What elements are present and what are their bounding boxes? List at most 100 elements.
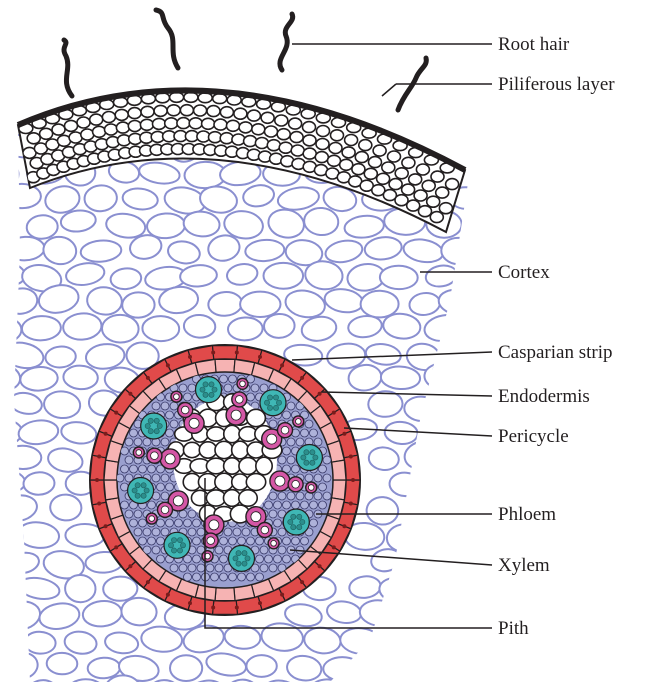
casparian-strip-dot	[114, 545, 118, 549]
stele-cell	[310, 501, 318, 509]
cortex-cell	[0, 598, 43, 632]
epidermis-cell	[239, 122, 252, 133]
cortex-cell	[364, 235, 403, 261]
epidermis-cell	[364, 168, 377, 179]
stele-cell	[161, 492, 169, 500]
cortex-cell	[425, 628, 459, 656]
cortex-cell	[4, 445, 42, 469]
cortex-cell	[422, 470, 458, 497]
cortex-cell	[365, 652, 397, 678]
cortex-cell	[110, 267, 142, 291]
cortex-cell	[104, 631, 140, 656]
stele-cell	[269, 420, 277, 428]
cortex-cell	[21, 315, 61, 341]
stele-cell	[278, 546, 286, 554]
pith-cell	[239, 458, 257, 475]
epidermis-cell	[252, 124, 265, 135]
epidermis-cell	[167, 105, 180, 116]
cortex-cell	[0, 110, 16, 135]
cortex-cell	[366, 496, 400, 526]
epidermis-cell	[409, 174, 422, 185]
casparian-strip-dot	[258, 355, 262, 359]
epidermis-cell	[342, 147, 355, 158]
cortex-cell	[405, 501, 444, 524]
epidermis-cell	[232, 134, 245, 145]
stele-cell	[121, 501, 129, 509]
epidermis-cell	[140, 119, 153, 130]
phloem-cell	[154, 418, 159, 423]
epidermis-cell	[52, 124, 65, 135]
cortex-cell	[204, 650, 248, 679]
stele-cell	[310, 429, 318, 437]
epidermis-cell	[389, 179, 402, 190]
stele-cell	[274, 501, 282, 509]
phloem-cell	[148, 418, 153, 423]
pith-cell	[247, 409, 266, 426]
stele-cell	[152, 546, 160, 554]
phloem-bundle	[196, 377, 222, 403]
stele-cell	[296, 438, 304, 446]
pericycle-cell	[215, 359, 235, 372]
cortex-cell	[166, 239, 201, 266]
stele-cell	[130, 465, 138, 473]
stele-cell	[301, 501, 309, 509]
phloem-cell	[300, 519, 305, 524]
epidermis-cell	[315, 152, 328, 163]
casparian-strip-dot	[342, 432, 346, 436]
epidermis-cell	[153, 118, 166, 129]
epidermis-cell	[427, 196, 440, 207]
cortex-cell	[24, 631, 56, 655]
stele-cell	[161, 474, 169, 482]
cortex-cell	[380, 265, 418, 289]
phloem-cell	[168, 543, 173, 548]
stele-cell	[166, 429, 174, 437]
phloem-cell	[288, 519, 293, 524]
phloem-cell	[157, 423, 162, 428]
phloem-cell	[145, 423, 150, 428]
epidermis-cell	[402, 184, 415, 195]
cortex-cell	[326, 599, 363, 625]
xylem-lumen	[261, 526, 269, 534]
stele-cell	[323, 474, 331, 482]
cortex-cell	[0, 492, 39, 524]
cortex-cell	[359, 598, 402, 628]
pith-cell	[246, 474, 265, 491]
cortex-cell	[5, 550, 41, 576]
stele-cell	[157, 483, 165, 491]
epidermis-cell	[81, 129, 94, 140]
xylem-lumen	[173, 496, 183, 506]
epidermis-cell	[328, 155, 341, 166]
cortex-cell	[263, 263, 303, 289]
epidermis-cell	[90, 114, 103, 125]
phloem-cell	[313, 455, 318, 460]
cortex-cell	[45, 345, 77, 368]
stele-cell	[175, 519, 183, 527]
epidermis-cell	[214, 119, 227, 130]
cortex-cell	[43, 390, 81, 420]
epidermis-cell	[102, 112, 115, 123]
epidermis-cell	[27, 133, 40, 144]
pith-cell	[206, 458, 225, 474]
cortex-cell	[228, 317, 264, 341]
xylem-lumen	[308, 485, 314, 491]
cortex-cell	[242, 183, 276, 209]
cortex-cell	[3, 183, 42, 208]
stele-cell	[179, 564, 187, 572]
phloem-cell	[209, 392, 214, 397]
pericycle-cell	[215, 588, 235, 601]
phloem-cell	[242, 561, 247, 566]
cortex-cell	[103, 576, 138, 601]
cortex-cell	[42, 235, 78, 266]
cortex-cell	[85, 342, 126, 370]
pith-cell	[224, 425, 241, 442]
cortex-cell	[0, 159, 20, 190]
epidermis-cell	[439, 203, 452, 214]
cortex-cell	[179, 264, 217, 288]
xylem-lumen	[189, 418, 199, 428]
cortex-cell	[245, 239, 285, 263]
stele-cell	[265, 501, 273, 509]
casparian-strip-dot	[280, 593, 284, 597]
stele-cell	[143, 528, 151, 536]
phloem-cell	[310, 450, 315, 455]
